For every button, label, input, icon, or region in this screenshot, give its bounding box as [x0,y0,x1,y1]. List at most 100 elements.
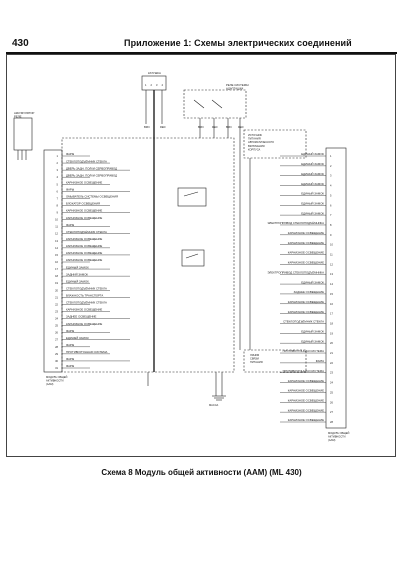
right-pin-number: 26 [330,400,333,404]
left-circuit-label: КАРНИЗНОЕ ОСВЕЩЕНИЕ [66,237,102,241]
left-circuit-label: ЕДИНЫЙ ЗАМОК [66,336,89,340]
right-circuit-label: ЕДИНЫЙ ЗАМОК [301,201,324,205]
left-circuit-label: ВЛАЖНОСТЬ ТРАНСПОРТА [66,294,103,298]
supply-note: КОРПУСА [248,147,261,151]
relay-block [183,89,247,119]
left-circuit-label: СТЕКЛОПОДЪЁМНИК СТЕКЛА [66,159,107,163]
right-circuit-label: ЕДИНЫЙ ЗАМОК [301,162,324,166]
right-pin-number: 9 [330,233,332,237]
right-circuit-label: КАРНИЗНОЕ ОСВЕЩЕНИЕ [288,408,324,412]
left-circuit-label: ДВЕРЬ ЗАДН. ПОЛКИ СЕРВОПРИВОД [66,173,117,177]
left-pin-number: 4 [57,175,59,179]
right-pin-number: 27 [330,410,333,414]
right-circuit-label: ЕДИНЫЙ ЗАМОК [301,182,324,186]
center-note: ПИТАНИЯ [250,360,263,364]
right-circuit-label: КАРНИЗНОЕ ОСВЕЩЕНИЕ [288,261,324,265]
top-connector [141,75,167,91]
right-pin-number: 23 [330,371,333,375]
right-circuit-label: КАРНИЗНОЕ ОСВЕЩЕНИЕ [288,300,324,304]
page-header-title: Приложение 1: Схемы электрических соедин… [124,38,352,48]
right-pin-number: 16 [330,302,333,306]
supply-note: АВТОМАТИЧЕСКОГО [248,140,274,144]
supply-note-block [243,129,307,159]
left-circuit-label: КАРНИЗНОЕ ОСВЕЩЕНИЕ [66,322,102,326]
switch-block-2 [181,249,205,267]
right-circuit-label: ПРОТИВОУГОННАЯ СИСТЕМА [283,349,324,353]
right-pin-number: 25 [330,390,333,394]
right-pin-number: 22 [330,361,333,365]
left-circuit-label: ФАРЫ [66,188,75,192]
left-circuit-label: ПРОТИВОУГОННАЯ СИСТЕМА [66,350,107,354]
left-circuit-label: ФАРЫ [66,357,75,361]
left-pin-number: 13 [55,239,58,243]
left-pin-number: 21 [55,295,58,299]
left-pin-number: 6 [57,189,59,193]
right-circuit-label: ЗАДНЕЕ ОСВЕЩЕНИЕ [294,290,325,294]
left-circuit-label: БЛОКАТОР ОСВЕЩЕНИЯ [66,202,100,206]
left-block-label: РЕЛЕ [14,115,22,119]
left-pin-number: 22 [55,302,58,306]
center-note: ЛИНИЯ [250,353,259,357]
right-pin-number: 3 [330,174,332,178]
right-pin-number: 2 [330,164,332,168]
supply-note: ВКЛЮЧЕНИЯ [248,144,265,148]
right-pin-number: 4 [330,184,332,188]
left-pin-number: 10 [55,218,58,222]
left-circuit-label: ЗАДНИЙ ЗАМОК [66,272,88,276]
left-pin-number: 17 [55,267,58,271]
header-rule [6,52,397,54]
right-pin-number: 19 [330,331,333,335]
left-circuit-label: КАРНИЗНОЕ ОСВЕЩЕНИЕ [66,251,102,255]
right-circuit-label: КАРНИЗНОЕ ОСВЕЩЕНИЕ [288,389,324,393]
left-pin-number: 23 [55,309,58,313]
left-block-label: АККУМУЛЯТОР [14,111,35,115]
left-circuit-label: ФАРЫ [66,364,75,368]
right-circuit-label: ЕДИНЫЙ ЗАМОК [301,330,324,334]
wire-code: RED [212,125,218,129]
right-circuit-label: ЕДИНЫЙ ЗАМОК [301,152,324,156]
right-circuit-label: ЭЛЕКТРОПРИВОД СТЕКЛОПОДЪЁМНИКА [268,221,325,225]
left-circuit-label: КАРНИЗНОЕ ОСВЕЩЕНИЕ [66,244,102,248]
left-pin-number: 8 [57,203,59,207]
left-pin-number: 31 [55,366,58,370]
right-circuit-label: ПРОТИВОУГОННАЯ СИСТЕМА [283,369,324,373]
switch-block-1 [177,187,207,207]
left-circuit-label: ЗАДНЕЕ ОСВЕЩЕНИЕ [66,315,97,319]
relay-label: РЕЛЕ СИСТЕМЫ [226,83,249,87]
left-circuit-label: ЕДИНЫЙ ЗАМОК [66,265,89,269]
right-circuit-label: ЕДИНЫЙ ЗАМОК [301,172,324,176]
right-connector [325,147,347,429]
right-connector-label: (AAM) [328,438,335,442]
right-pin-number: 21 [330,351,333,355]
left-pin-number: 16 [55,260,58,264]
right-circuit-label: ФАРЫ [316,359,325,363]
right-circuit-label: КАРНИЗНОЕ ОСВЕЩЕНИЕ [288,418,324,422]
right-circuit-label: КАРНИЗНОЕ ОСВЕЩЕНИЕ [288,251,324,255]
left-circuit-label: ФАРЫ [66,152,75,156]
left-pin-number: 1 [57,154,59,158]
right-connector-label: МОДУЛЬ ОБЩЕЙ [328,431,349,435]
diagram-frame [6,54,396,457]
left-connector-label: (AAM) [46,382,53,386]
supply-note: ПИТАНИЯ [248,137,261,141]
right-circuit-label: КАРНИЗНОЕ ОСВЕЩЕНИЕ [288,398,324,402]
left-pin-number: 11 [55,225,58,229]
left-connector-label: МОДУЛЬ ОБЩЕЙ [46,375,67,379]
left-pin-number: 26 [55,331,58,335]
right-circuit-label: КАРНИЗНОЕ ОСВЕЩЕНИЕ [288,379,324,383]
left-circuit-label: КАРНИЗНОЕ ОСВЕЩЕНИЕ [66,216,102,220]
left-pin-number: 19 [55,281,58,285]
top-connector-pin: 1 [145,83,147,87]
left-pin-number: 12 [55,232,58,236]
relay-label: АДАПТАЦИИ [226,87,243,91]
right-circuit-label: ЕДИНЫЙ ЗАМОК [301,211,324,215]
left-circuit-label: СТЕКЛОПОДЪЁМНИК СТЕКЛА [66,301,107,305]
right-pin-number: 1 [330,154,332,158]
top-connector-pin: 3 [156,83,158,87]
left-circuit-label: ЕДИНЫЙ ЗАМОК [66,279,89,283]
right-circuit-label: КАРНИЗНОЕ ОСВЕЩЕНИЕ [288,231,324,235]
left-circuit-label: СТЕКЛОПОДЪЁМНИК СТЕКЛА [66,286,107,290]
wire-code: BRN [198,125,204,129]
right-pin-number: 17 [330,312,333,316]
